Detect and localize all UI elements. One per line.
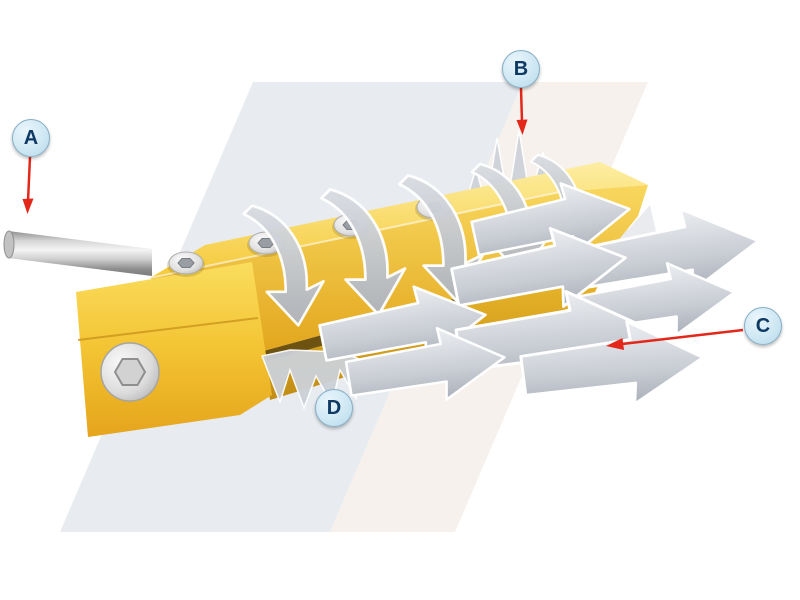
air-inlet-tube [3, 230, 152, 276]
clamp-bolt [100, 342, 160, 402]
callout-c-label: C [755, 314, 771, 337]
callout-d-label: D [326, 396, 342, 419]
left-clamp-block [76, 262, 272, 437]
pointer-arrow-a [22, 156, 34, 214]
callout-d: D [315, 389, 353, 427]
callout-c: C [744, 307, 782, 345]
callout-b-label: B [513, 57, 529, 80]
pointer-arrows [22, 87, 744, 350]
set-screw-1 [167, 251, 205, 277]
callout-a-label: A [23, 126, 39, 149]
callout-b: B [502, 50, 540, 88]
clamp-seam [77, 317, 259, 341]
pointer-arrow-b [516, 87, 528, 135]
callout-a: A [12, 119, 50, 157]
pointer-arrow-c [606, 328, 744, 350]
